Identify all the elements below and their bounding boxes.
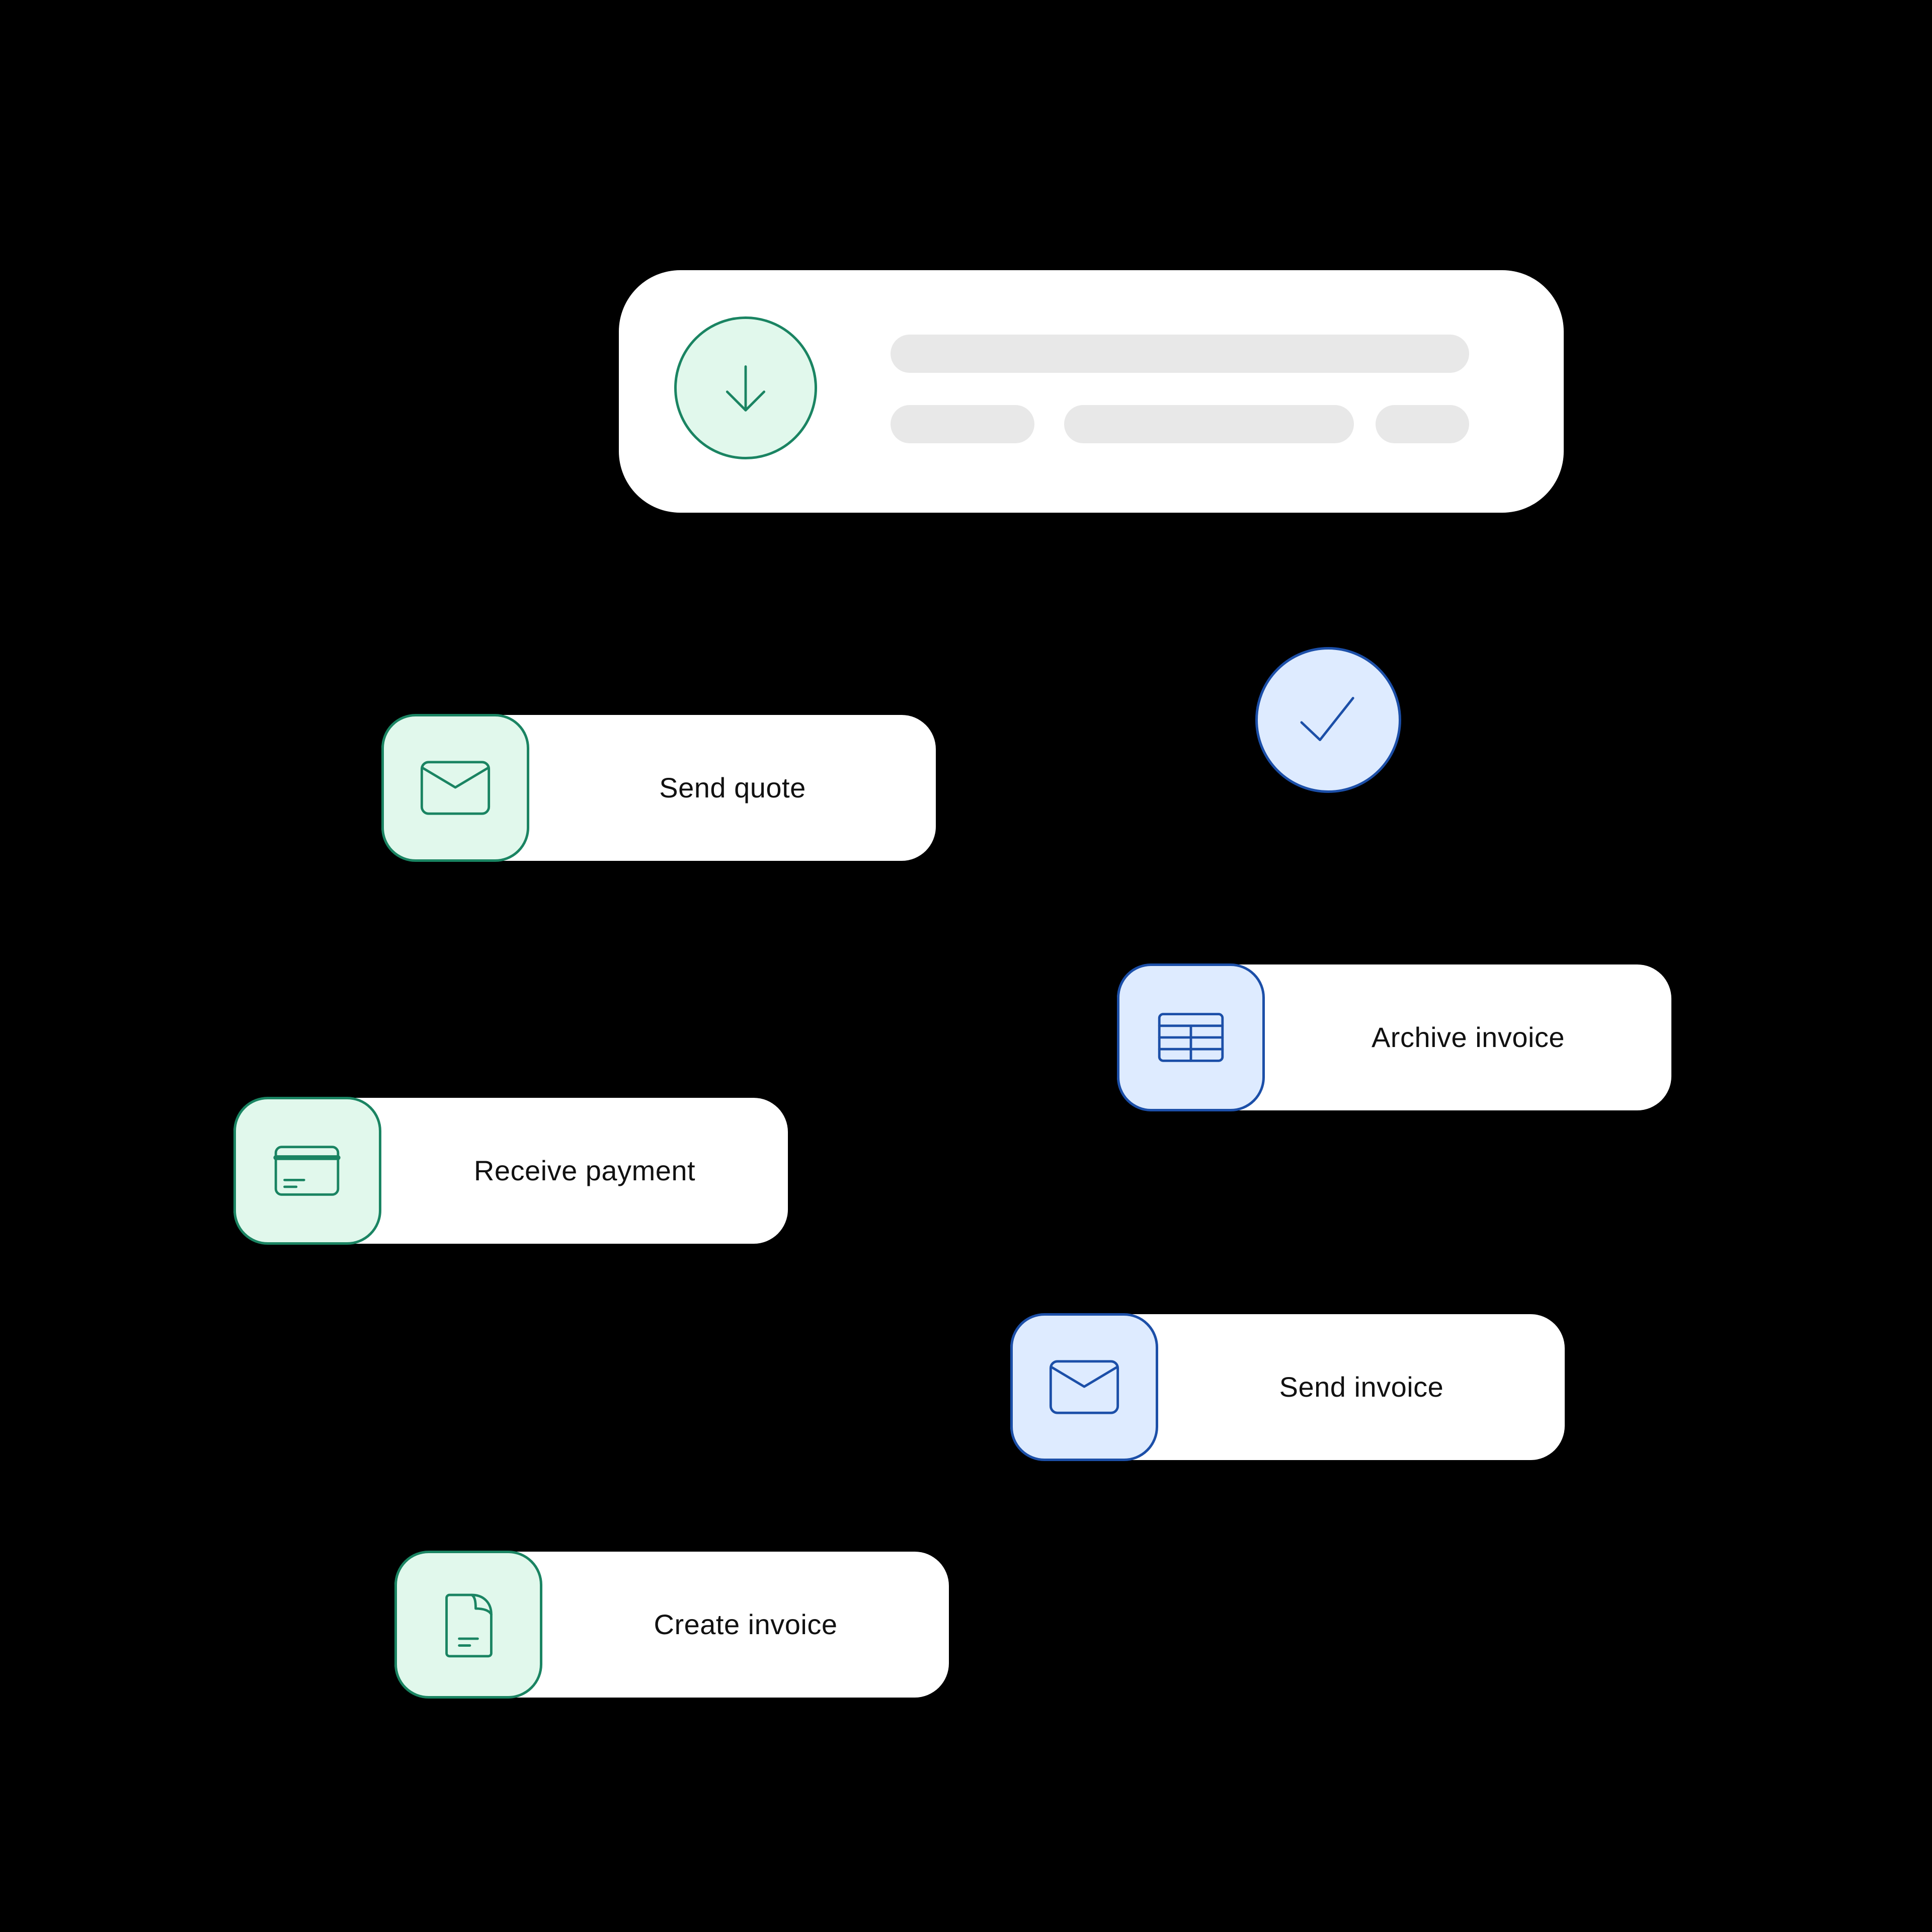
- task-label: Create invoice: [654, 1608, 838, 1640]
- skeleton-line-title: [891, 335, 1469, 373]
- task-label: Send quote: [659, 772, 806, 803]
- checkmark-icon: [1255, 647, 1401, 793]
- download-arrow-icon: [674, 316, 817, 459]
- task-label: Archive invoice: [1371, 1021, 1565, 1053]
- task-label: Send invoice: [1279, 1371, 1444, 1403]
- task-receive-payment[interactable]: Receive payment: [233, 1097, 788, 1245]
- download-card: [619, 270, 1564, 513]
- credit-card-icon: [233, 1097, 381, 1245]
- table-icon: [1117, 963, 1265, 1111]
- envelope-icon: [381, 714, 529, 862]
- skeleton-line-short-2: [1376, 405, 1469, 443]
- task-archive-invoice[interactable]: Archive invoice: [1117, 963, 1671, 1111]
- task-create-invoice[interactable]: Create invoice: [394, 1551, 949, 1699]
- skeleton-line-short-1: [891, 405, 1034, 443]
- skeleton-line-medium: [1064, 405, 1354, 443]
- envelope-icon: [1010, 1313, 1158, 1461]
- document-icon: [394, 1551, 542, 1699]
- task-send-invoice[interactable]: Send invoice: [1010, 1313, 1565, 1461]
- task-label: Receive payment: [473, 1155, 696, 1186]
- task-send-quote[interactable]: Send quote: [381, 714, 936, 862]
